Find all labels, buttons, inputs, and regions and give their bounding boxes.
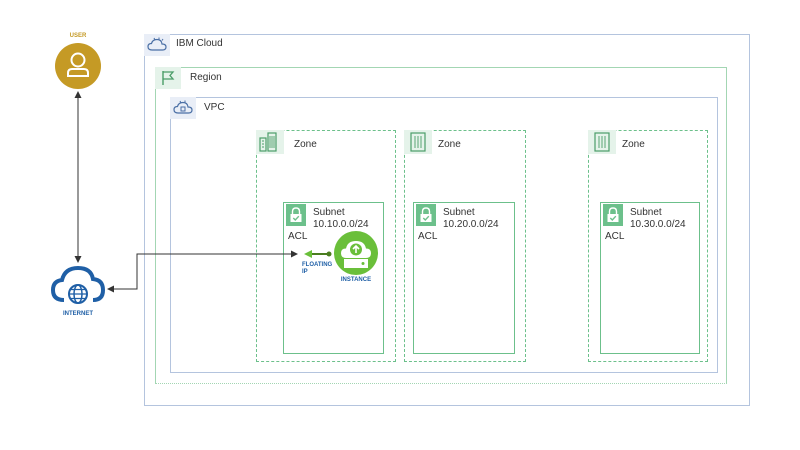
ibm-cloud-container [144, 34, 750, 406]
floating-ip-label: FLOATING IP [302, 262, 332, 276]
subnet-2-cidr: 10.20.0.0/24 [443, 219, 499, 230]
vpc-icon [170, 97, 196, 119]
floating-ip-label-line2: IP [302, 269, 308, 275]
vpc-container [170, 97, 718, 373]
internet-node [50, 262, 106, 310]
building-icon [588, 130, 616, 154]
instance-label: INSTANCE [340, 277, 372, 283]
zone-2-container [404, 130, 526, 362]
subnet-3-acl: ACL [605, 231, 625, 242]
instance-node [333, 230, 379, 276]
lock-icon [603, 204, 623, 226]
lock-icon [286, 204, 306, 226]
zone-3-container [588, 130, 708, 362]
cloud-globe-icon [50, 265, 106, 304]
floating-ip-arrow [304, 250, 312, 258]
building-icon [404, 130, 432, 154]
subnet-2-container [413, 202, 515, 354]
subnet-2-acl: ACL [418, 231, 438, 242]
building-icon [256, 130, 284, 154]
internet-floating-ip-link [107, 250, 298, 293]
floating-ip-node [326, 251, 332, 257]
zone-1-container [256, 130, 396, 362]
user-avatar [54, 42, 102, 90]
ibm-cloud-icon [144, 34, 170, 56]
flag-icon [155, 67, 181, 89]
region-container [155, 67, 727, 384]
subnet-3-cidr: 10.30.0.0/24 [630, 219, 686, 230]
floating-ip-label-line1: FLOATING [302, 262, 333, 268]
lock-icon [416, 204, 436, 226]
ibm-cloud-label: IBM Cloud [176, 38, 223, 49]
region-label: Region [190, 72, 222, 83]
instance-upload-icon [334, 231, 378, 275]
internet-label: INTERNET [63, 311, 93, 317]
zone-3-label: Zone [622, 139, 645, 150]
subnet-1-label: Subnet [313, 207, 345, 218]
subnet-2-label: Subnet [443, 207, 475, 218]
subnet-3-container [600, 202, 700, 354]
vpc-label: VPC [204, 102, 225, 113]
zone-2-label: Zone [438, 139, 461, 150]
subnet-3-label: Subnet [630, 207, 662, 218]
zone-1-label: Zone [294, 139, 317, 150]
subnet-1-acl: ACL [288, 231, 308, 242]
user-icon [55, 43, 101, 89]
user-label: USER [69, 33, 87, 39]
subnet-1-cidr: 10.10.0.0/24 [313, 219, 369, 230]
